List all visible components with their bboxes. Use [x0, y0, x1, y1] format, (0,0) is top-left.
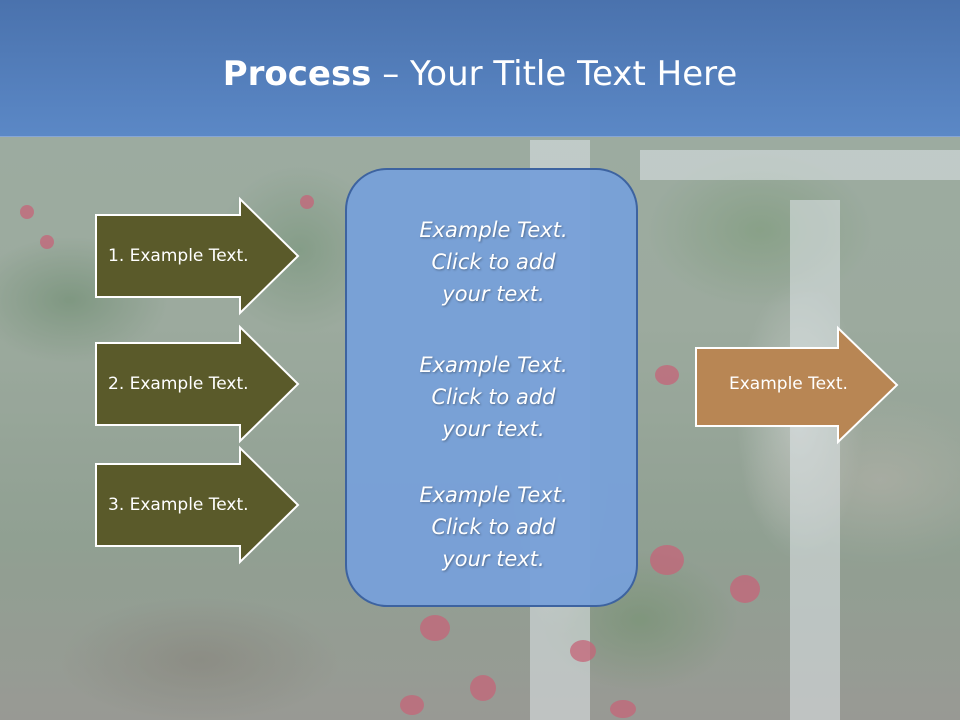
center-text-line: your text.	[442, 417, 545, 441]
center-text-line: your text.	[442, 282, 545, 306]
rose	[730, 575, 760, 603]
center-text-block-2: Example Text. Click to add your text.	[347, 349, 640, 445]
rose	[420, 615, 450, 641]
title-rest: – Your Title Text Here	[371, 54, 738, 94]
title-bold: Process	[222, 54, 372, 94]
right-arrow-label: Example Text.	[729, 374, 848, 394]
center-text-line: Click to add	[431, 250, 556, 274]
rose	[610, 700, 636, 718]
center-text-line: Click to add	[431, 385, 556, 409]
right-arrow[interactable]	[695, 325, 900, 445]
left-arrow-2-label: 2. Example Text.	[108, 374, 249, 394]
center-text-line: Example Text.	[419, 218, 568, 242]
trellis-post	[790, 200, 840, 720]
title-bar: Process – Your Title Text Here	[0, 0, 960, 137]
center-text-box[interactable]: Example Text. Click to add your text. Ex…	[345, 168, 638, 607]
center-text-line: Click to add	[431, 515, 556, 539]
center-text-line: Example Text.	[419, 483, 568, 507]
left-arrow-1-label: 1. Example Text.	[108, 246, 249, 266]
rose	[570, 640, 596, 662]
center-text-block-1: Example Text. Click to add your text.	[347, 214, 640, 310]
center-text-block-3: Example Text. Click to add your text.	[347, 479, 640, 575]
rose	[400, 695, 424, 715]
left-arrow-1[interactable]	[95, 196, 300, 316]
rose	[300, 195, 314, 209]
rose	[650, 545, 684, 575]
center-text-line: your text.	[442, 547, 545, 571]
rose	[470, 675, 496, 701]
slide-title[interactable]: Process – Your Title Text Here	[0, 50, 960, 98]
left-arrow-3[interactable]	[95, 445, 300, 565]
trellis-beam	[640, 150, 960, 180]
rose	[20, 205, 34, 219]
left-arrow-2[interactable]	[95, 324, 300, 444]
center-text-line: Example Text.	[419, 353, 568, 377]
left-arrow-3-label: 3. Example Text.	[108, 495, 249, 515]
rose	[655, 365, 679, 385]
rose	[40, 235, 54, 249]
